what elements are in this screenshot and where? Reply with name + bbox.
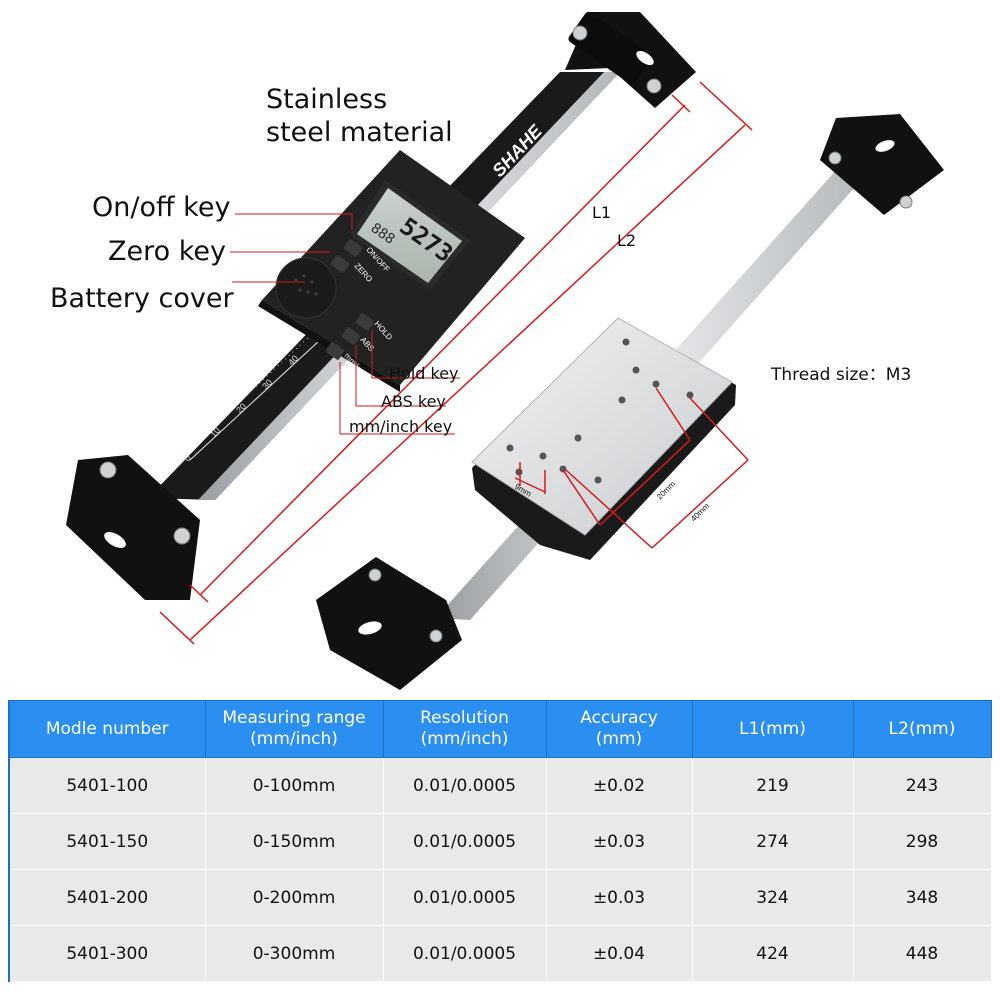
top-bracket <box>565 11 696 108</box>
table-row: 5401-100 0-100mm 0.01/0.0005 ±0.02 219 2… <box>8 757 992 814</box>
cell-model: 5401-100 <box>8 757 206 814</box>
bracket-slot <box>358 621 382 635</box>
cell-range: 0-200mm <box>204 869 384 926</box>
speaker-grille <box>294 274 318 296</box>
zero-key[interactable] <box>330 254 350 273</box>
onoff-key-callout: On/off key <box>92 192 231 223</box>
bracket-screw-icon <box>173 527 191 545</box>
battery-cover[interactable] <box>275 257 337 319</box>
l1-label: L1 <box>592 203 612 222</box>
right-scale: 9mm 20mm 40mm <box>316 114 944 690</box>
cell-accuracy: ±0.03 <box>545 869 693 926</box>
cell-accuracy: ±0.04 <box>545 925 693 982</box>
cell-resolution: 0.01/0.0005 <box>382 813 547 870</box>
l2-label: L2 <box>617 231 637 250</box>
bracket-screw-icon <box>899 195 913 209</box>
right-top-bracket <box>820 114 944 215</box>
cell-model: 5401-200 <box>8 869 206 926</box>
dimension-markers <box>514 387 749 549</box>
cell-l1: 424 <box>691 925 854 982</box>
cell-model: 5401-150 <box>8 813 206 870</box>
bracket-screw-icon <box>572 25 588 41</box>
thread-size-callout: Thread size：M3 <box>771 365 912 385</box>
scale-tick-40: 40 <box>286 353 300 367</box>
product-illustration: 0 10 20 30 40 SHAHE 888 <box>66 11 944 690</box>
bracket-screw-icon <box>646 78 662 94</box>
table-row: 5401-150 0-150mm 0.01/0.0005 ±0.03 274 2… <box>8 813 992 870</box>
callout-leaders <box>230 213 460 435</box>
cell-l2: 298 <box>852 813 992 870</box>
table-row: 5401-300 0-300mm 0.01/0.0005 ±0.04 424 4… <box>8 925 992 982</box>
stainless-label-line2: steel material <box>266 117 453 148</box>
zero-key-callout: Zero key <box>108 236 226 267</box>
cell-l1: 274 <box>691 813 854 870</box>
ruler-markings: 0 10 20 30 40 <box>182 333 321 463</box>
bracket-screw-icon <box>828 151 842 165</box>
abs-key[interactable] <box>341 326 361 345</box>
slider-block <box>471 317 736 560</box>
cell-l1: 324 <box>691 869 854 926</box>
cell-resolution: 0.01/0.0005 <box>382 869 547 926</box>
cell-l1: 219 <box>691 757 854 814</box>
battery-cover-callout: Battery cover <box>50 283 234 314</box>
abs-key-callout: ABS key <box>381 392 446 411</box>
left-scale: 0 10 20 30 40 SHAHE 888 <box>66 11 696 600</box>
cell-l2: 348 <box>852 869 992 926</box>
scale-tick-10: 10 <box>208 425 222 439</box>
stainless-label-line1: Stainless <box>266 84 388 115</box>
cell-range: 0-150mm <box>204 813 384 870</box>
cell-range: 0-100mm <box>204 757 384 814</box>
cell-l2: 243 <box>852 757 992 814</box>
right-bottom-bracket <box>316 557 462 690</box>
bracket-screw-icon <box>429 629 443 643</box>
table-header-row: Modle number Measuring range(mm/inch) Re… <box>8 700 992 758</box>
col-header-range: Measuring range(mm/inch) <box>204 700 384 758</box>
hold-key[interactable] <box>355 312 375 331</box>
mminch-key[interactable] <box>325 341 345 360</box>
bracket-screw-icon <box>368 568 382 582</box>
scale-tick-30: 30 <box>260 377 274 391</box>
col-header-l1: L1(mm) <box>691 700 854 758</box>
cell-range: 0-300mm <box>204 925 384 982</box>
onoff-key[interactable] <box>343 238 363 257</box>
bracket-slot <box>875 140 895 152</box>
cell-resolution: 0.01/0.0005 <box>382 757 547 814</box>
bracket-slot <box>104 532 126 548</box>
bracket-slot <box>636 50 654 66</box>
readout-housing: 888 5273 ON/OFF ZERO HOLD ABS mm/in <box>258 150 525 392</box>
scale-tick-0: 0 <box>182 453 193 463</box>
col-header-l2: L2(mm) <box>852 700 992 758</box>
col-header-resolution: Resolution(mm/inch) <box>382 700 547 758</box>
table-row: 5401-200 0-200mm 0.01/0.0005 ±0.03 324 3… <box>8 869 992 926</box>
cell-model: 5401-300 <box>8 925 206 982</box>
cell-resolution: 0.01/0.0005 <box>382 925 547 982</box>
scale-tick-20: 20 <box>234 401 248 415</box>
col-header-model: Modle number <box>8 700 206 758</box>
col-header-accuracy: Accuracy(mm) <box>545 700 693 758</box>
bracket-screw-icon <box>99 461 117 479</box>
cell-accuracy: ±0.02 <box>545 757 693 814</box>
bottom-bracket <box>66 455 200 600</box>
length-lines <box>159 81 753 645</box>
mminch-key-callout: mm/inch key <box>349 417 453 436</box>
hold-key-callout: Hold key <box>389 364 459 383</box>
cell-l2: 448 <box>852 925 992 982</box>
thread-holes <box>506 338 694 484</box>
spec-table: Modle number Measuring range(mm/inch) Re… <box>8 700 992 982</box>
cell-accuracy: ±0.03 <box>545 813 693 870</box>
